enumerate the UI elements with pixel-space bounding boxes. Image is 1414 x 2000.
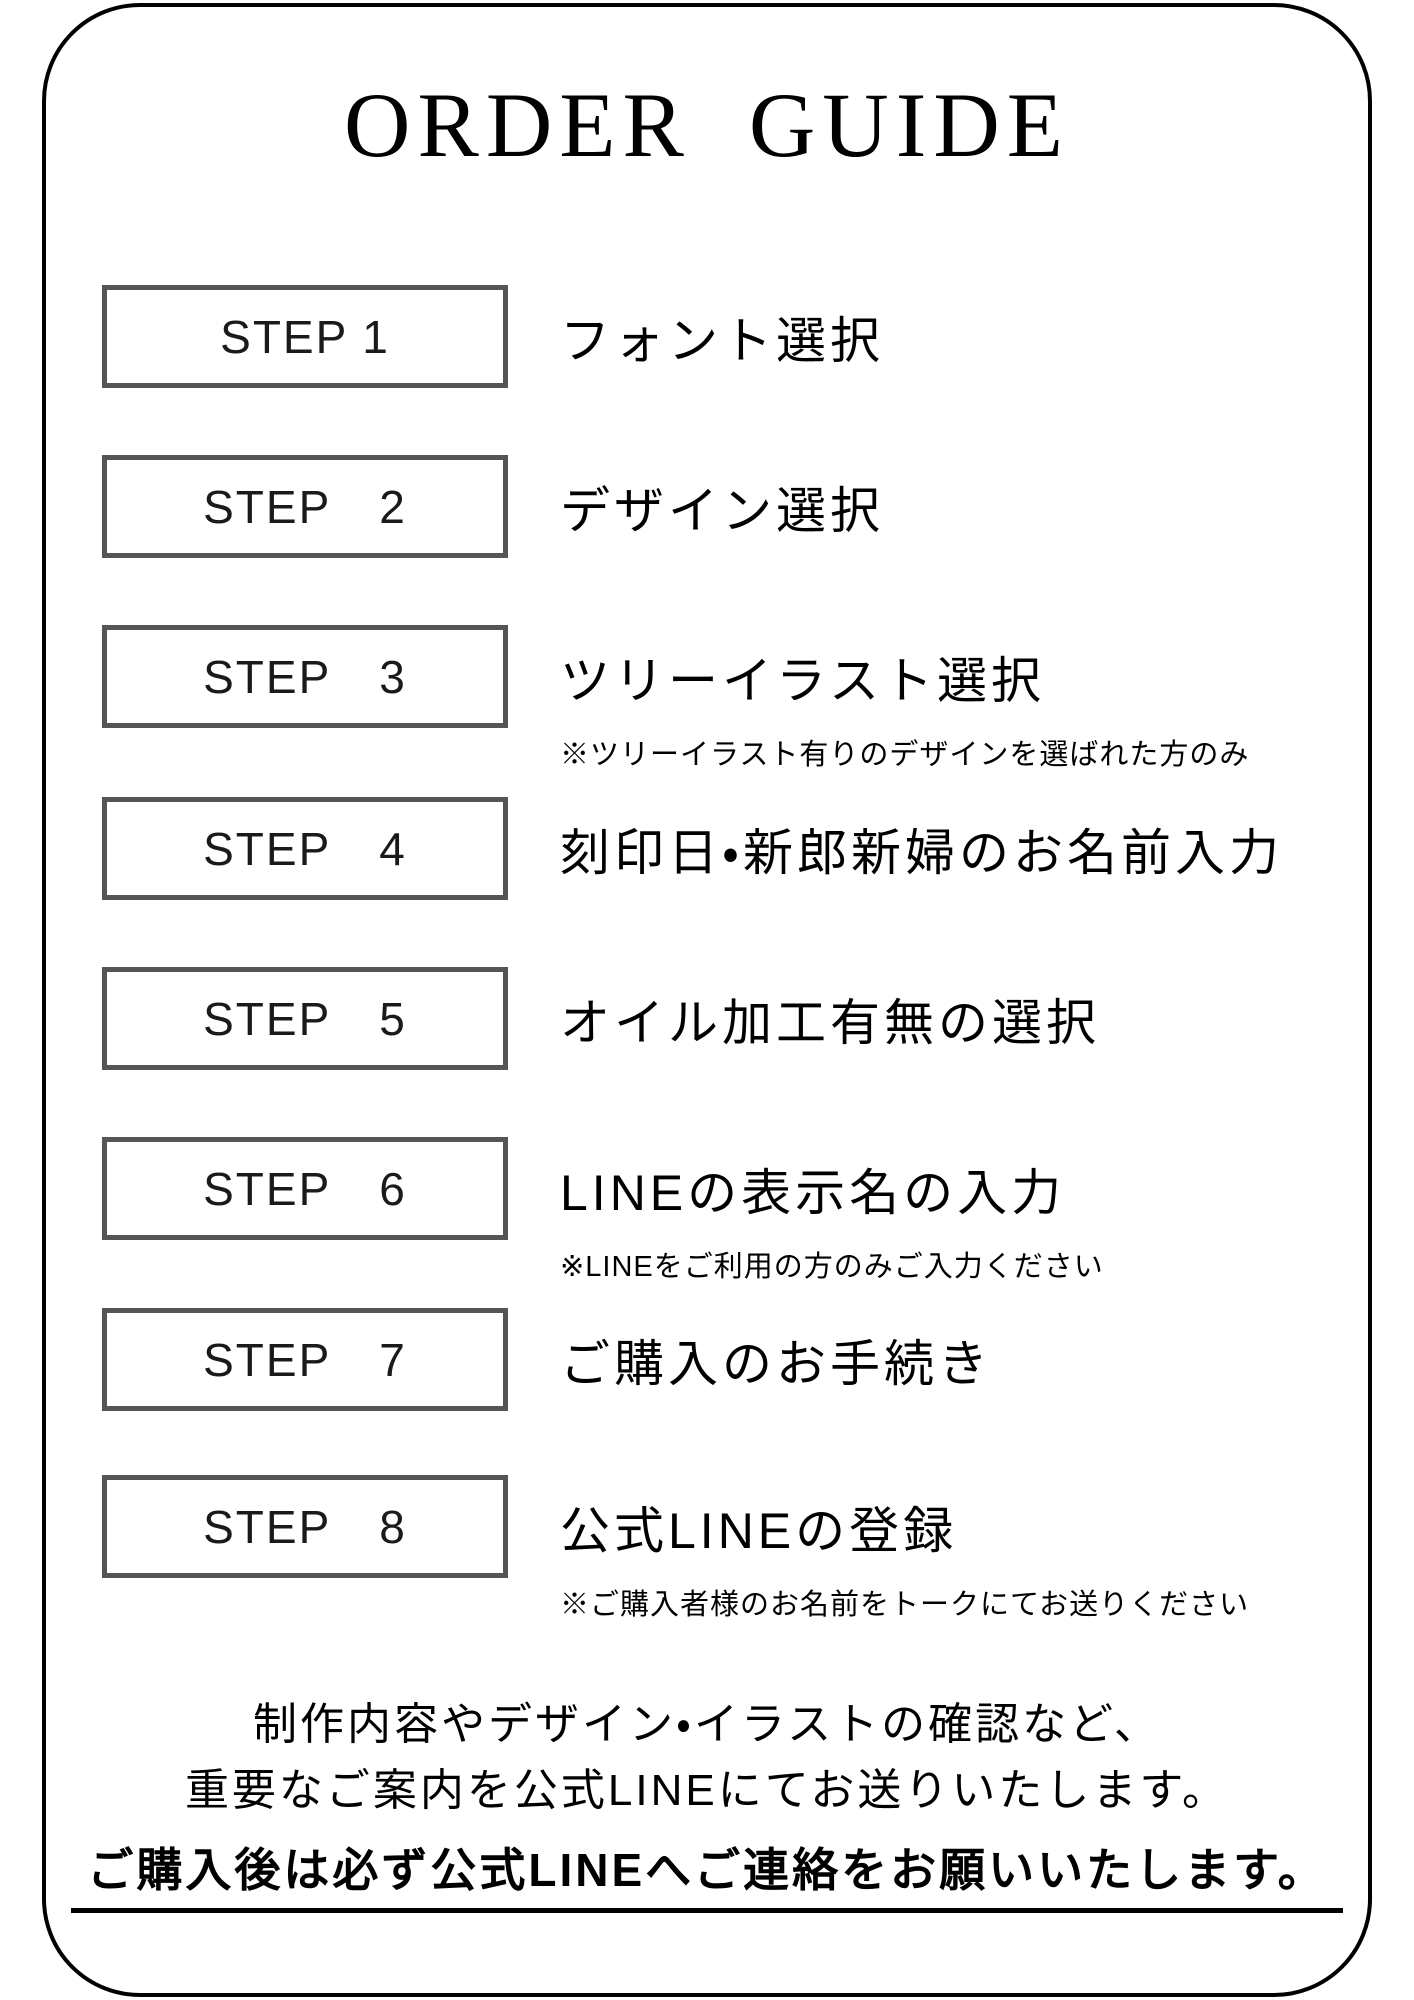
step-8-box: STEP 8 [102, 1475, 508, 1578]
step-2-desc: デザイン選択 [560, 455, 884, 558]
step-2-label: STEP 2 [203, 480, 407, 533]
step-6-label: STEP 6 [203, 1162, 407, 1215]
step-3-label: STEP 3 [203, 650, 407, 703]
footer-line-3-emphasis: ご購入後は必ず公式LINEへご連絡をお願いいたします。 [71, 1834, 1343, 1913]
step-4-description: 刻印日・新郎新婦のお名前入力 [560, 824, 1283, 881]
step-1-desc: フォント選択 [560, 285, 884, 388]
step-7-desc: ご購入のお手続き [560, 1308, 992, 1411]
step-1-description: フォント選択 [560, 312, 884, 369]
step-4-box: STEP 4 [102, 797, 508, 900]
step-3-note: ※ツリーイラスト有りのデザインを選ばれた方のみ [560, 739, 1250, 771]
step-3-description: ツリーイラスト選択 [560, 652, 1045, 709]
step-7-box: STEP 7 [102, 1308, 508, 1411]
step-1-label: STEP 1 [220, 310, 390, 363]
step-3-desc: ツリーイラスト選択 ※ツリーイラスト有りのデザインを選ばれた方のみ [560, 625, 1249, 773]
step-4-label: STEP 4 [203, 822, 407, 875]
step-4-desc: 刻印日・新郎新婦のお名前入力 [560, 797, 1283, 900]
step-6-desc: LINEの表示名の入力 ※LINEをご利用の方のみご入力ください [560, 1137, 1104, 1285]
step-row-6: STEP 6 LINEの表示名の入力 ※LINEをご利用の方のみご入力ください [102, 1137, 1104, 1285]
page-title: ORDER GUIDE [344, 74, 1070, 176]
footer-line-2: 重要なご案内を公式LINEにてお送りいたします。 [184, 1766, 1230, 1815]
step-6-description: LINEの表示名の入力 [560, 1164, 1066, 1221]
step-8-note: ※ご購入者様のお名前をトークにてお送りください [560, 1589, 1250, 1621]
footer: 制作内容やデザイン・イラストの確認など、 重要なご案内を公式LINEにてお送りい… [0, 1692, 1414, 1913]
step-8-label: STEP 8 [203, 1500, 407, 1553]
step-8-description: 公式LINEの登録 [560, 1502, 958, 1559]
step-5-description: オイル加工有無の選択 [560, 994, 1100, 1051]
step-5-box: STEP 5 [102, 967, 508, 1070]
step-2-description: デザイン選択 [560, 482, 884, 539]
step-row-3: STEP 3 ツリーイラスト選択 ※ツリーイラスト有りのデザインを選ばれた方のみ [102, 625, 1249, 773]
step-3-box: STEP 3 [102, 625, 508, 728]
step-5-label: STEP 5 [203, 992, 407, 1045]
step-2-box: STEP 2 [102, 455, 508, 558]
step-6-note: ※LINEをご利用の方のみご入力ください [560, 1251, 1104, 1283]
step-row-1: STEP 1 フォント選択 [102, 285, 884, 388]
step-row-7: STEP 7 ご購入のお手続き [102, 1308, 992, 1411]
step-8-desc: 公式LINEの登録 ※ご購入者様のお名前をトークにてお送りください [560, 1475, 1249, 1623]
step-5-desc: オイル加工有無の選択 [560, 967, 1100, 1070]
step-row-4: STEP 4 刻印日・新郎新婦のお名前入力 [102, 797, 1283, 900]
step-7-label: STEP 7 [203, 1333, 407, 1386]
step-row-2: STEP 2 デザイン選択 [102, 455, 884, 558]
step-1-box: STEP 1 [102, 285, 508, 388]
footer-line-1: 制作内容やデザイン・イラストの確認など、 [253, 1700, 1161, 1749]
step-7-description: ご購入のお手続き [560, 1335, 992, 1392]
step-row-5: STEP 5 オイル加工有無の選択 [102, 967, 1100, 1070]
step-row-8: STEP 8 公式LINEの登録 ※ご購入者様のお名前をトークにてお送りください [102, 1475, 1249, 1623]
step-6-box: STEP 6 [102, 1137, 508, 1240]
